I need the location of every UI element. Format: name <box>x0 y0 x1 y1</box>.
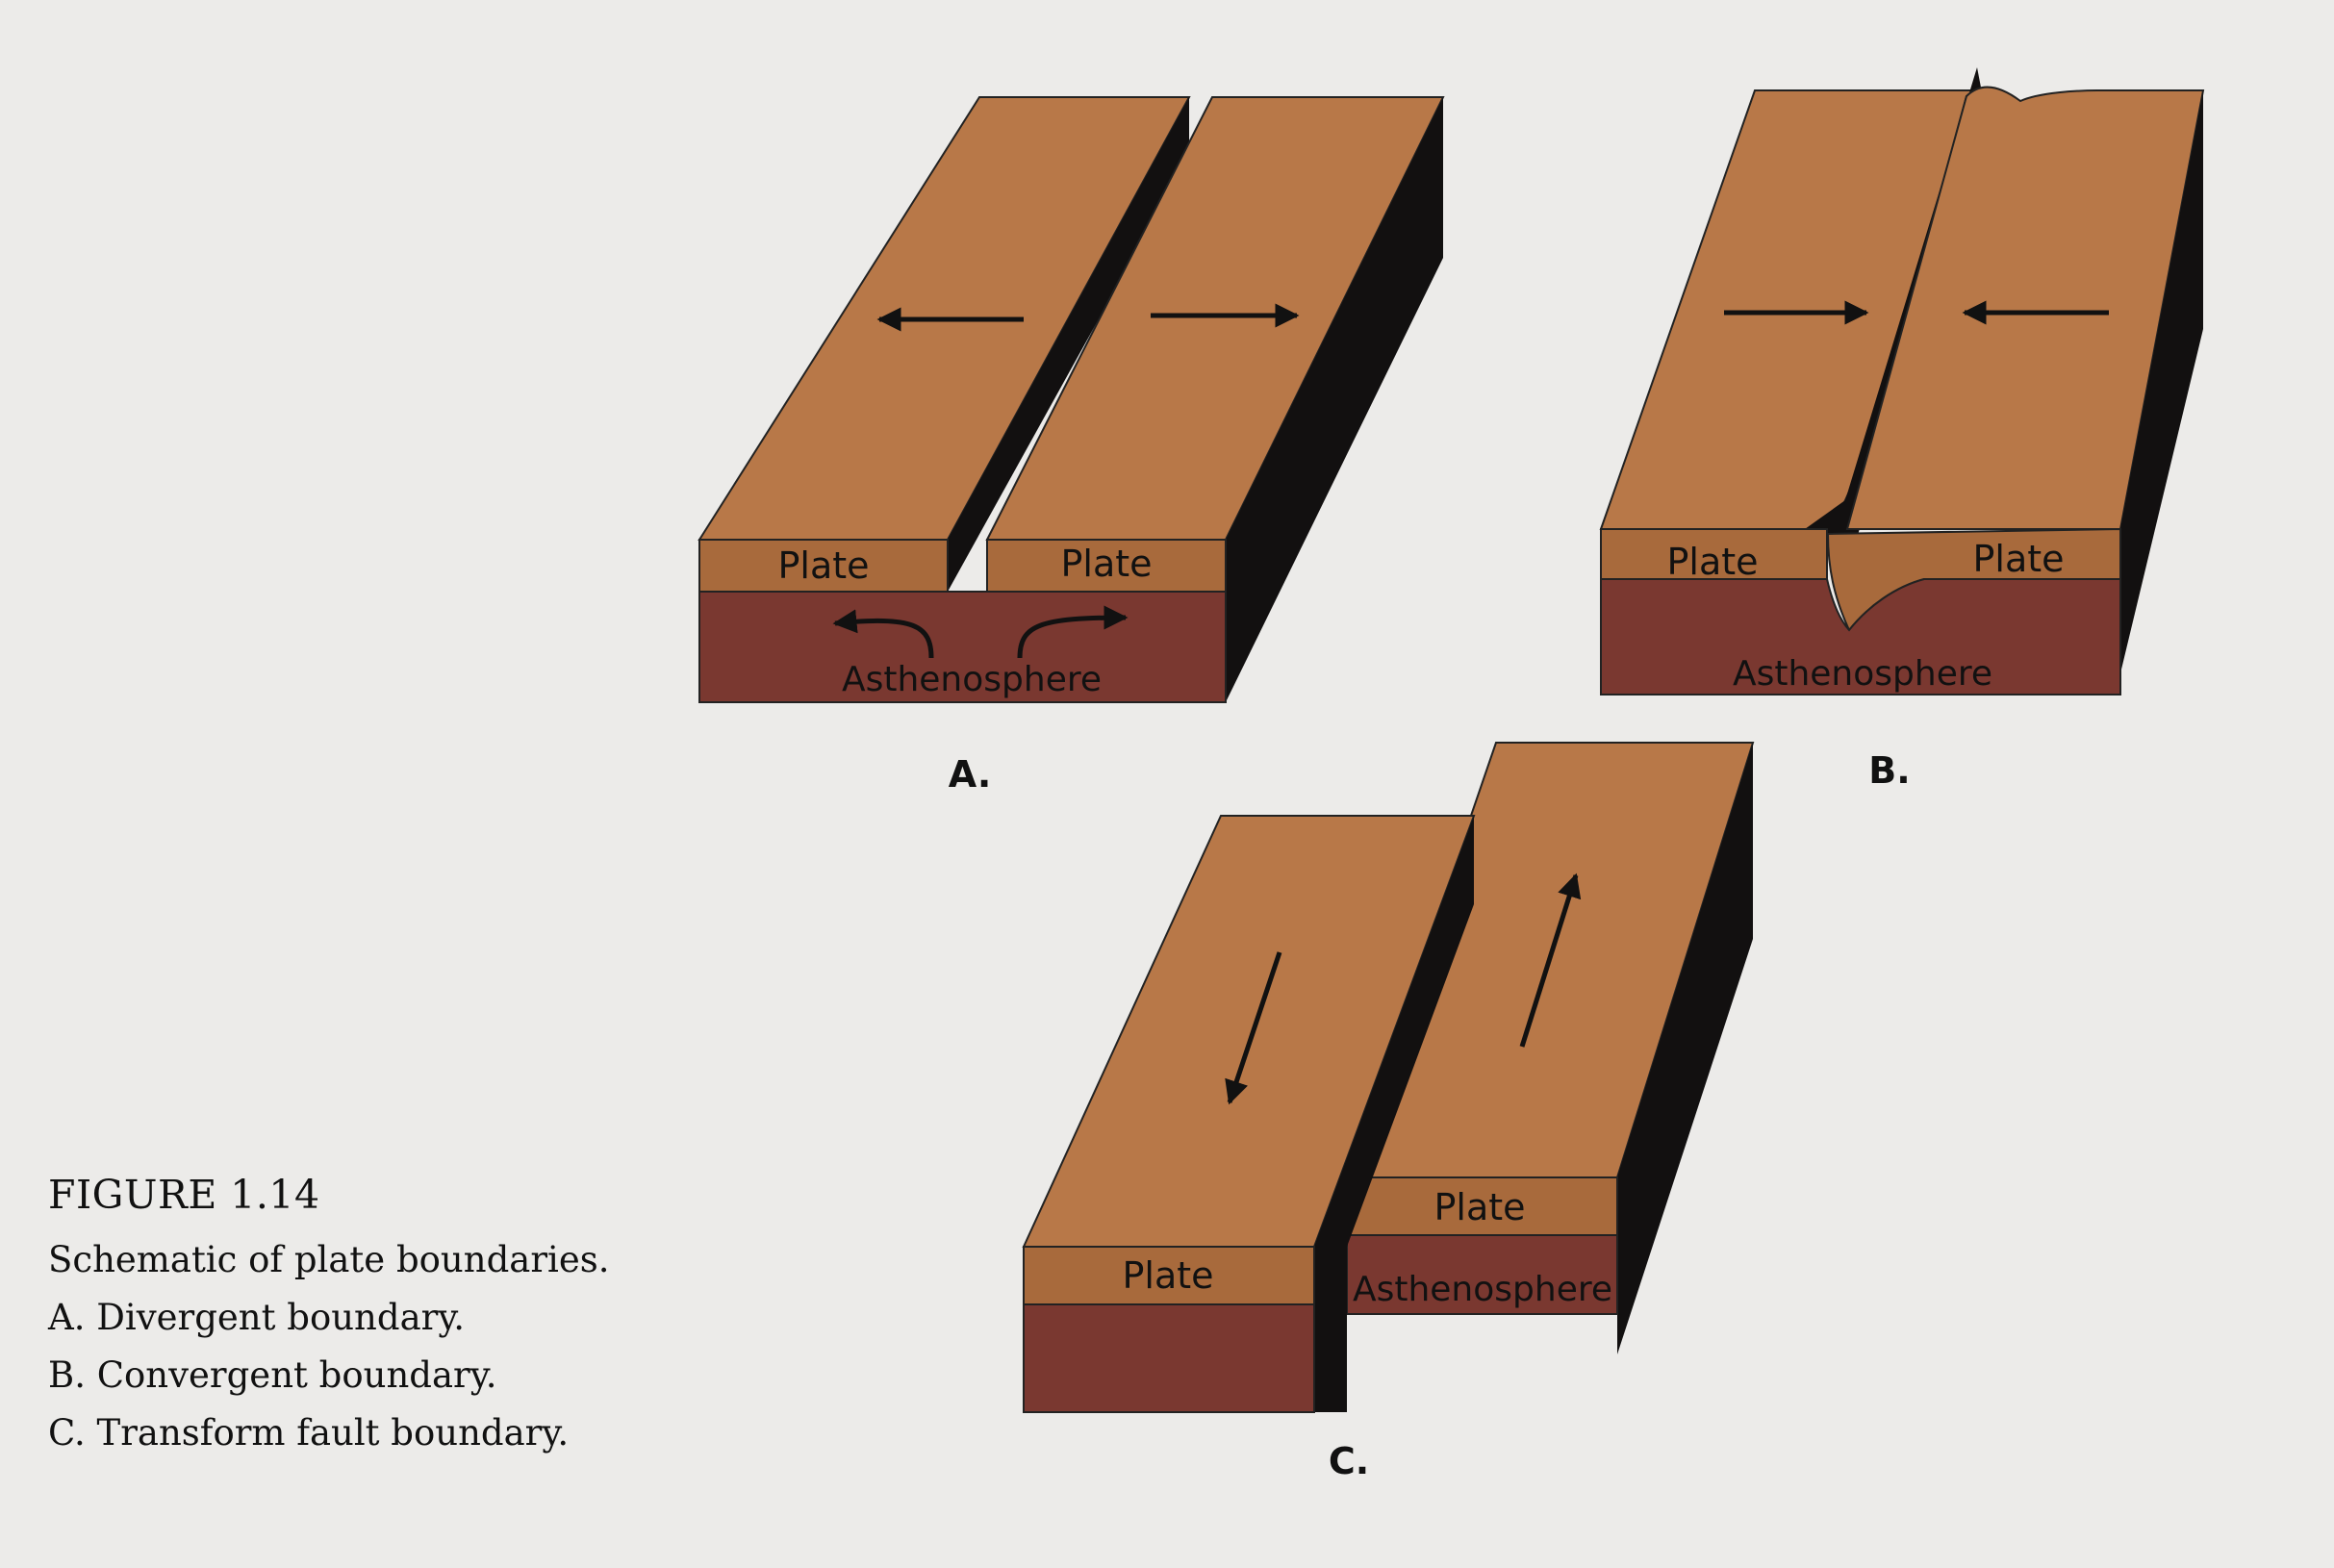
caption-title: Schematic of plate boundaries. <box>48 1239 610 1280</box>
panel-b-right-plate-top <box>1845 86 2205 530</box>
caption-item-a: A. Divergent boundary. <box>48 1297 466 1338</box>
panel-c-left-asthenosphere-front <box>1023 1303 1315 1413</box>
panel-a-letter: A. <box>949 753 992 796</box>
panel-c-letter: C. <box>1329 1440 1369 1482</box>
figure-number: FIGURE 1.14 <box>48 1172 320 1218</box>
panel-a-divergent: Plate Plate Asthenosphere A. <box>698 96 1445 796</box>
panel-a-asthenosphere-front <box>698 591 1227 703</box>
panel-c-left-plate-front <box>1023 1246 1315 1305</box>
panel-b-convergent: Plate Plate Asthenosphere B. <box>1599 67 2205 792</box>
panel-a-right-plate-side <box>1226 97 1443 702</box>
panel-b-right-plate-label: Plate <box>1972 538 2064 580</box>
panel-a-right-plate-label: Plate <box>1060 543 1152 585</box>
panel-a-right-convection-arrow <box>1017 605 1129 659</box>
figure-caption: FIGURE 1.14 Schematic of plate boundarie… <box>48 1172 683 1462</box>
panel-c-right-plate-arrow <box>1519 873 1582 1048</box>
panel-b-asthenosphere-label: Asthenosphere <box>1733 654 1992 694</box>
caption-item-c: C. Transform fault boundary. <box>48 1412 570 1454</box>
panel-a-left-plate-inner-side <box>948 97 1189 592</box>
panel-c-left-plate-arrow <box>1225 951 1282 1105</box>
panel-a-left-plate-label: Plate <box>777 544 869 587</box>
panel-b-asthenosphere-front <box>1600 578 2121 695</box>
panel-c-right-asthenosphere-front <box>1346 1234 1618 1315</box>
panel-c-transform: Plate Plate Asthenosphere C. <box>1022 742 1755 1482</box>
panel-c-asthenosphere-label: Asthenosphere <box>1353 1270 1612 1309</box>
panel-c-right-plate-label: Plate <box>1433 1186 1525 1228</box>
panel-b-left-plate-label: Plate <box>1666 541 1758 583</box>
panel-a-right-plate-front <box>986 539 1227 593</box>
panel-a-asthenosphere-label: Asthenosphere <box>842 660 1102 699</box>
panel-a-left-plate-front <box>698 539 949 593</box>
panel-c-right-plate-front <box>1346 1176 1618 1236</box>
panel-b-right-plate-side <box>2120 90 2203 673</box>
panel-a-left-convection-arrow <box>832 609 934 659</box>
panel-c-right-plate-side <box>1617 743 1753 1354</box>
panel-b-letter: B. <box>1868 749 1910 792</box>
panel-c-left-plate-side <box>1314 816 1474 1412</box>
panel-c-left-plate-label: Plate <box>1122 1254 1213 1297</box>
caption-item-b: B. Convergent boundary. <box>48 1354 497 1396</box>
